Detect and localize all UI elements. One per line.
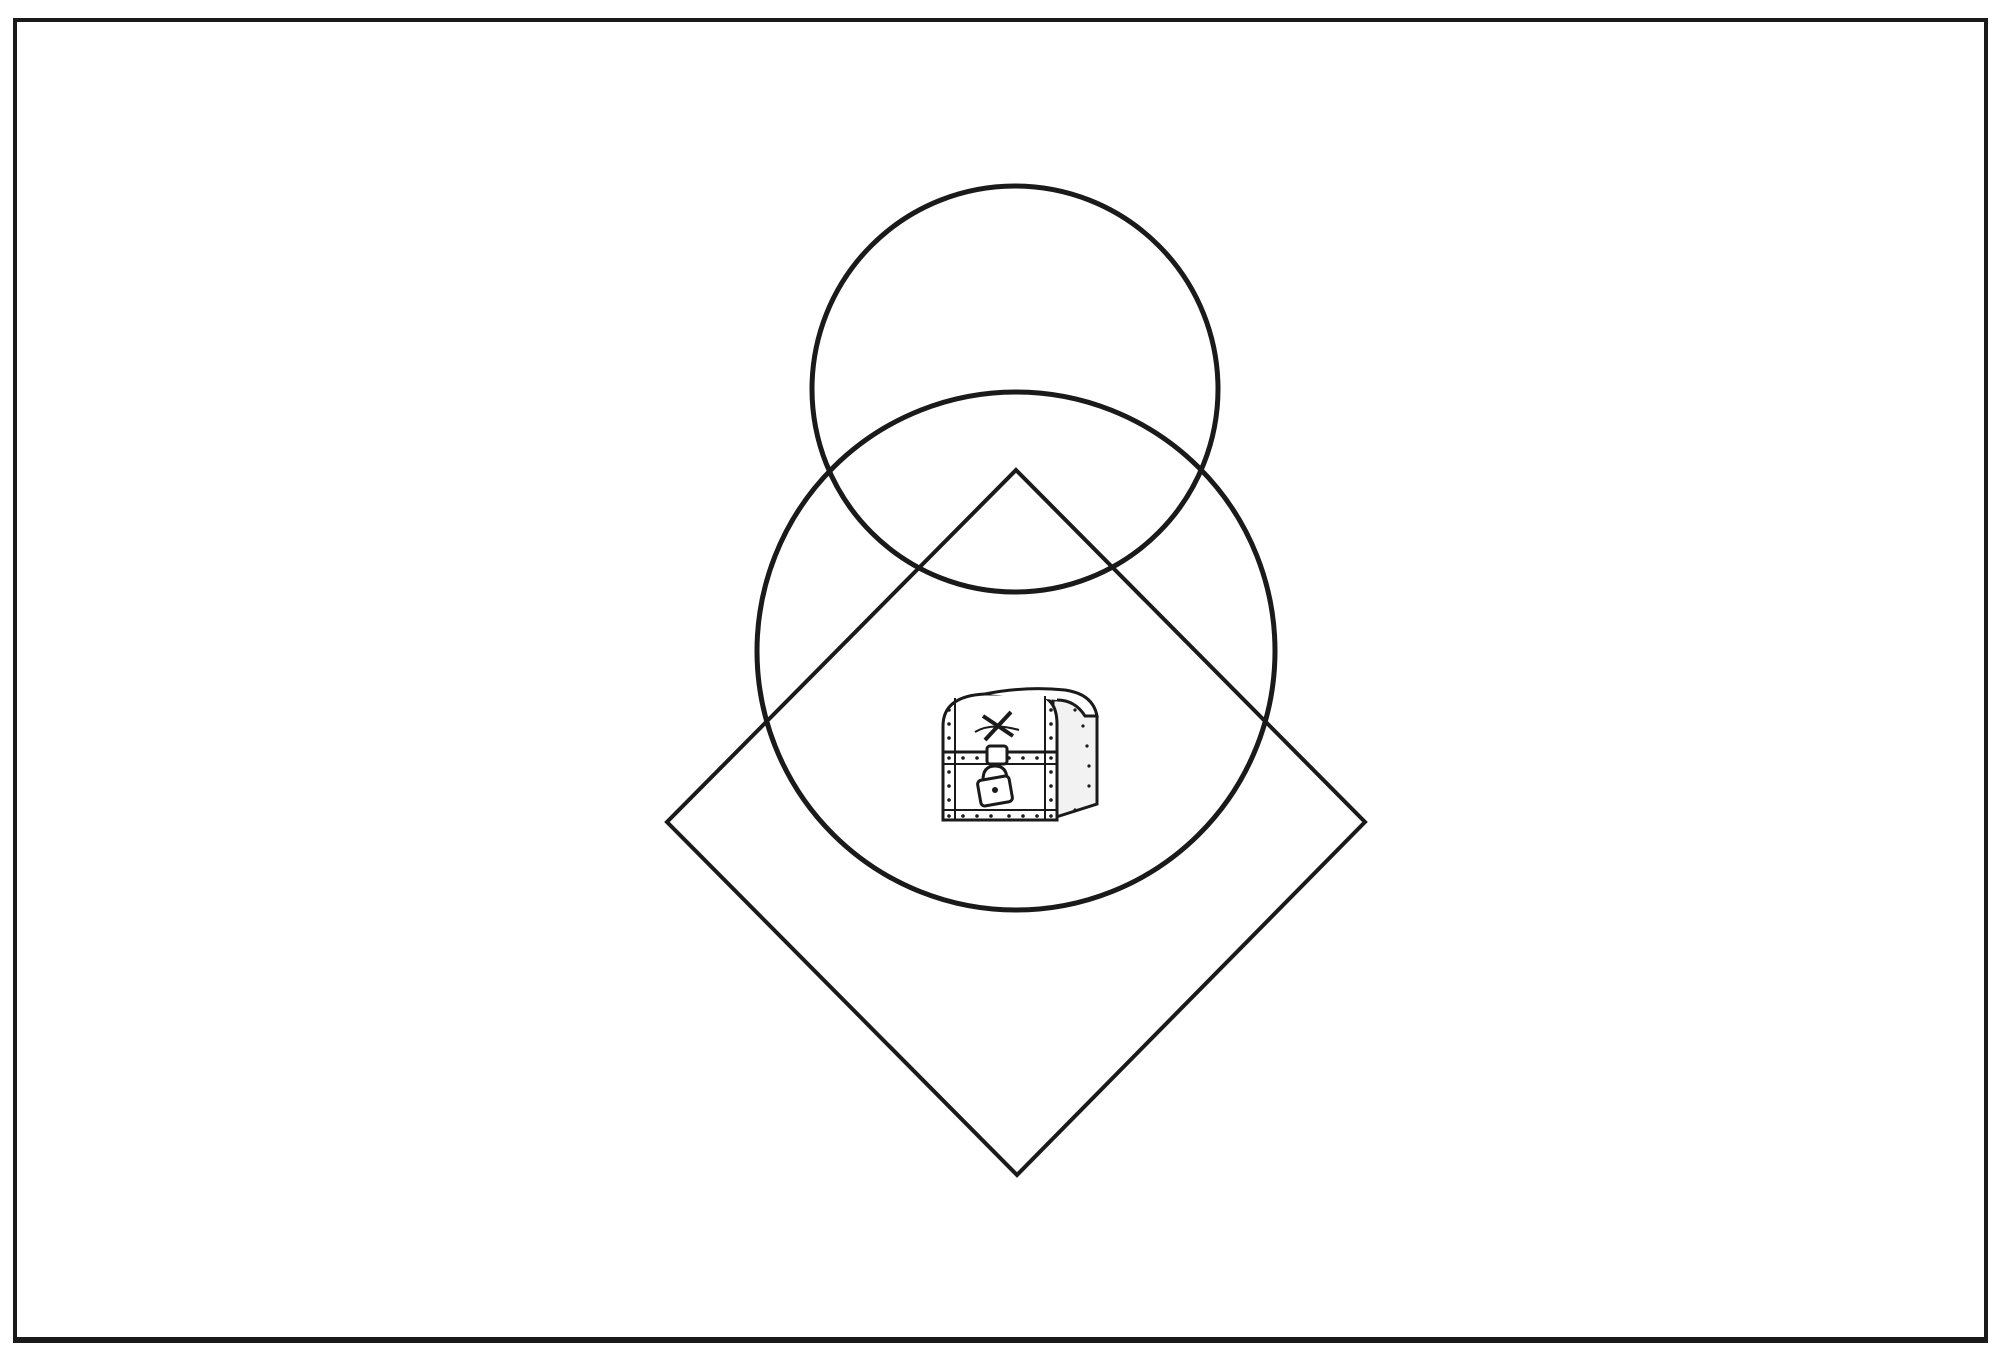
treasure-chest-icon	[943, 689, 1097, 820]
top-circle	[812, 186, 1218, 592]
diamond	[667, 470, 1365, 1175]
